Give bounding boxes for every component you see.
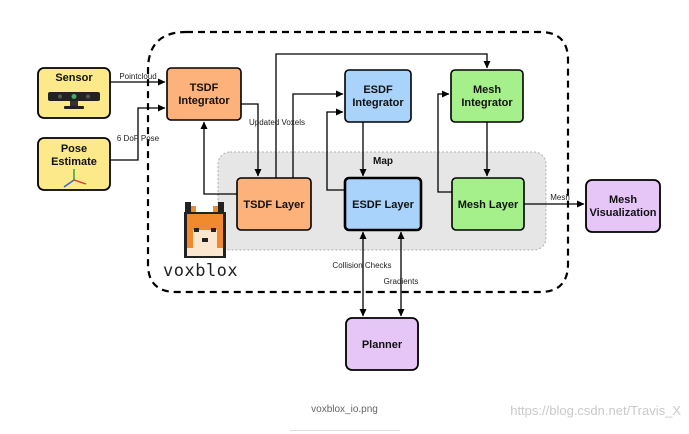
tsdf-integrator-label-line2: Integrator <box>178 95 230 107</box>
mesh-visualization-node: Mesh Visualization <box>585 179 661 233</box>
voxblox-boundary <box>146 30 570 294</box>
edge-pointcloud-label: Pointcloud <box>119 72 156 81</box>
pose-estimate-node: Pose Estimate <box>37 137 111 191</box>
edge-mesh-layer-feedback <box>437 90 452 193</box>
tsdf-integrator-label-line1: TSDF <box>190 82 219 94</box>
coordinate-axes-icon <box>63 169 87 188</box>
kinect-sensor-icon <box>48 92 100 109</box>
sensor-label: Sensor <box>55 72 93 84</box>
watermark: https://blog.csdn.net/Travis_X <box>510 403 681 418</box>
mesh-integrator-label-line1: Mesh <box>473 84 501 96</box>
caption-divider <box>290 430 400 431</box>
mesh-vis-label-line2: Visualization <box>589 207 656 219</box>
esdf-integrator-node: ESDF Integrator <box>344 69 412 123</box>
sensor-node: Sensor <box>37 67 111 119</box>
mesh-integrator-node: Mesh Integrator <box>450 69 524 123</box>
pose-label-line1: Pose <box>61 143 87 155</box>
voxblox-logo-text: voxblox <box>163 261 238 281</box>
pixel-fox-logo <box>184 202 226 258</box>
tsdf-integrator-node: TSDF Integrator <box>166 67 242 121</box>
tsdf-layer-node: TSDF Layer <box>236 177 312 231</box>
esdf-integrator-label-line1: ESDF <box>363 84 393 96</box>
planner-node: Planner <box>345 317 419 371</box>
esdf-layer-label: ESDF Layer <box>352 199 414 211</box>
edge-pose-label: 6 DoF Pose <box>117 134 160 143</box>
map-group-label: Map <box>373 156 393 167</box>
pose-label-line2: Estimate <box>51 156 97 168</box>
mesh-layer-label: Mesh Layer <box>458 199 519 211</box>
edge-updated-voxels <box>292 90 344 178</box>
tsdf-layer-label: TSDF Layer <box>243 199 305 211</box>
mesh-layer-node: Mesh Layer <box>451 177 525 231</box>
image-caption: voxblox_io.png <box>311 404 378 415</box>
edge-tsdf-layer-feedback <box>200 121 237 195</box>
mesh-vis-label-line1: Mesh <box>609 194 637 206</box>
edge-collision-checks-label: Collision Checks <box>332 261 391 270</box>
esdf-integrator-label-line2: Integrator <box>352 97 404 109</box>
esdf-layer-node: ESDF Layer <box>343 176 423 232</box>
edge-tsdf-integrator-to-layer <box>241 103 262 177</box>
planner-label: Planner <box>362 339 403 351</box>
edge-esdf-layer-feedback <box>326 108 345 191</box>
edge-tsdf-to-mesh-integrator <box>275 53 491 178</box>
edge-updated-voxels-label: Updated Voxels <box>249 118 305 127</box>
mesh-integrator-label-line2: Integrator <box>461 97 513 109</box>
edge-mesh-label: Mesh <box>550 193 570 202</box>
edge-pose <box>110 104 166 161</box>
edge-gradients-label: Gradients <box>384 277 419 286</box>
